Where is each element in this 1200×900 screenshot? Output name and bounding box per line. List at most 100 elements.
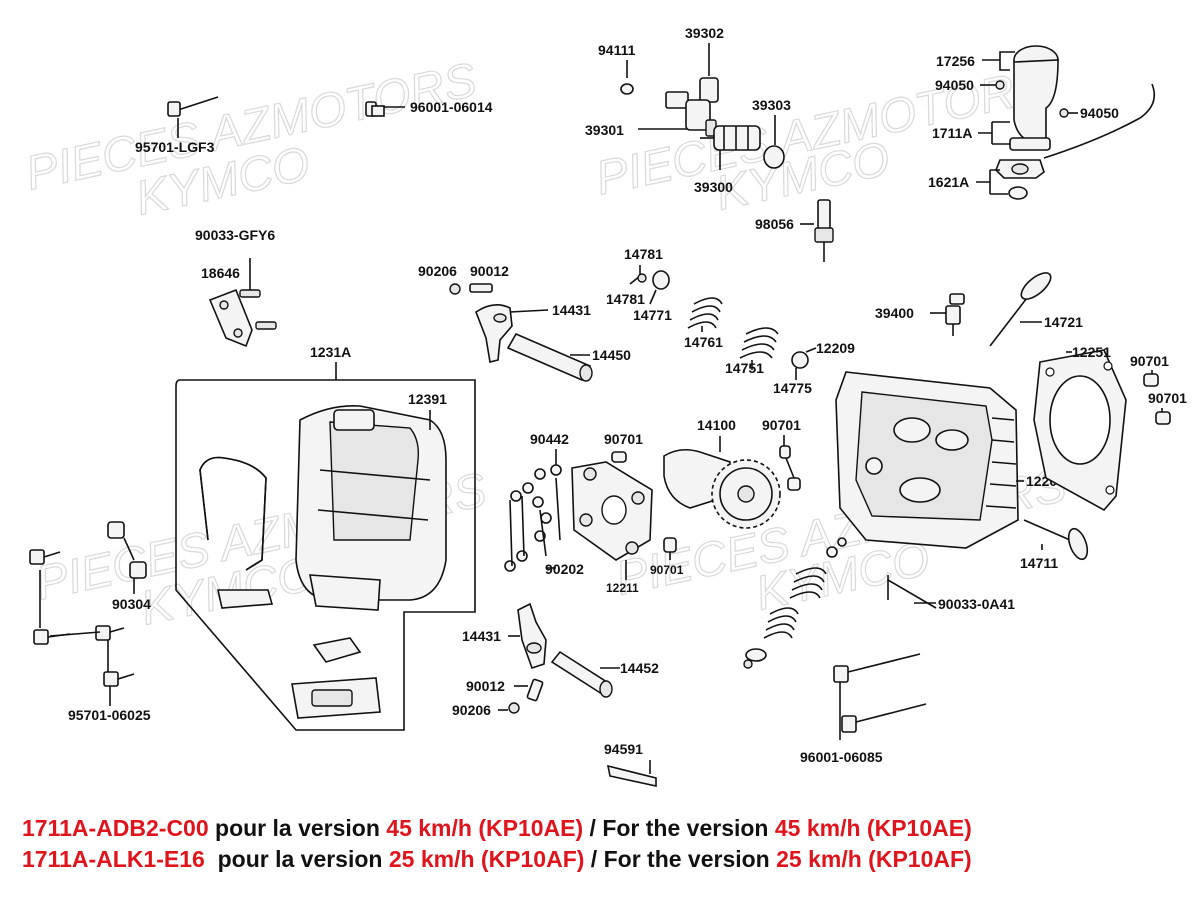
camshaft-14100 [663,448,781,529]
camshaft-holder-12211 [571,461,653,561]
part-label: 14100 [697,417,736,433]
part-label: 94050 [1080,105,1119,121]
o-ring-94111 [620,83,634,95]
part-label: 94111 [598,42,636,58]
footer-text: pour la version [204,846,389,872]
intake-manifold-1711a [1009,45,1059,151]
intake-gasket-1621a [995,159,1045,200]
part-label: 1621A [928,174,969,190]
part-label: 14431 [462,628,501,644]
long-bolts-96001-06085 [833,653,927,733]
part-label: 90701 [762,417,801,433]
footer-line-2: 1711A-ALK1-E16 pour la version 25 km/h (… [22,846,1192,873]
part-label: 1231A [310,344,351,360]
valve-seal-14775 [791,351,809,369]
part-label: 90012 [470,263,509,279]
part-label: 14751 [725,360,764,376]
rocker-arm-14431-lower [517,602,547,670]
part-label: 95701-06025 [68,707,151,723]
part-label: 14450 [592,347,631,363]
cylinder-head-cover-12391 [295,404,447,601]
rocker-shaft-14452 [550,650,613,698]
adjust-screw-90012 [526,678,544,702]
part-label: 18646 [201,265,240,281]
footer-text: pour la version [208,815,387,841]
valve-springs-lower [743,537,847,669]
rocker-arm-14431 [475,304,513,363]
part-label: 12209 [816,340,855,356]
part-label: 14431 [552,302,591,318]
valve-cotter [637,273,647,283]
part-label: 90701 [604,431,643,447]
part-label: 17256 [936,53,975,69]
injector-connector-39302 [699,77,719,103]
part-label: 39300 [694,179,733,195]
footer-line-1: 1711A-ADB2-C00 pour la version 45 km/h (… [22,815,1192,842]
nut-94050 [995,80,1005,90]
valve-spring-14751 [739,327,779,359]
dowel-pair-90701 [779,445,801,491]
footer-text: / For the version [584,846,777,872]
spring-retainer-14771 [652,270,670,290]
valve-spring-14761 [687,297,723,329]
part-code: 1711A-ALK1-E16 [22,846,205,872]
spark-plug-98056 [814,199,834,262]
speed-version: 25 km/h (KP10AF) [388,846,585,872]
temp-sensor-39400 [945,293,965,336]
adjust-screw-90012 [469,283,493,293]
nut-90206 [449,283,461,295]
exploded-parts-diagram: PIECES AZMOTORS KYMCO PIECES AZMOTORS KY… [21,25,1187,787]
part-label: 39302 [685,25,724,41]
dowel-pin-90701 [1155,411,1171,425]
part-label: 14721 [1044,314,1083,330]
part-label: 12391 [408,391,447,407]
breather-tube [199,456,267,571]
nut-94050 [1059,108,1069,118]
dowel-pin-90701 [611,451,627,463]
part-label: 94591 [604,741,643,757]
chain-guide-94591 [606,764,657,787]
part-label: 39301 [585,122,624,138]
part-label: 90206 [452,702,491,718]
part-label: 90033-0A41 [938,596,1015,612]
part-label: 90033-GFY6 [195,227,275,243]
speed-version: 25 km/h (KP10AF) [776,846,972,872]
part-label: 14711 [1020,555,1058,571]
part-label: 96001-06085 [800,749,883,765]
dowel-pin-90701 [1143,373,1159,387]
head-gasket-12251 [1033,349,1127,512]
injector-39300 [700,125,761,151]
part-label: 14761 [684,334,723,350]
part-label: 94050 [935,77,974,93]
speed-version: 45 km/h (KP10AE) [774,815,972,841]
part-label: 14781 [606,291,645,307]
part-label: 90701 [650,563,684,577]
bracket-18646 [208,288,277,348]
part-label: 1711A [932,125,972,141]
part-label: 14781 [624,246,663,262]
part-label: 12211 [606,581,639,595]
part-label: 98056 [755,216,794,232]
part-label: 90442 [530,431,569,447]
speed-version: 45 km/h (KP10AE) [386,815,584,841]
part-label: 96001-06014 [410,99,493,115]
part-code: 1711A-ADB2-C00 [22,815,209,841]
footer-text: / For the version [583,815,775,841]
part-label: 14771 [633,307,672,323]
part-label: 14452 [620,660,659,676]
part-label: 14775 [773,380,812,396]
cylinder-head-12200 [835,371,1019,549]
part-label: 90012 [466,678,505,694]
part-label: 95701-LGF3 [135,139,215,155]
cover-assembly-frame [175,379,476,731]
exhaust-valve-14711 [1023,519,1089,561]
part-label: 90701 [1148,390,1187,406]
part-label: 12251 [1072,344,1111,360]
cam-holder-washers [504,464,562,572]
part-label: 90304 [112,596,151,612]
bolt-96001-06014 [365,101,405,117]
part-label: 90701 [1130,353,1169,369]
o-ring-39303 [763,145,785,169]
dowel-pin-90701 [663,537,677,553]
